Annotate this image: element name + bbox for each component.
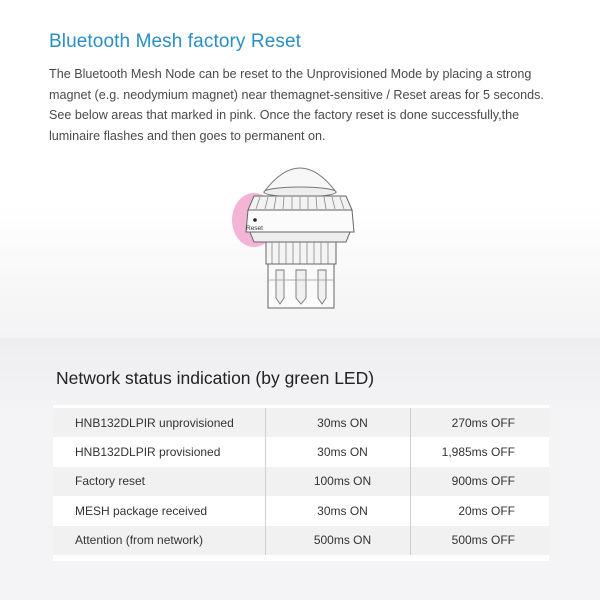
table-row: HNB132DLPIR provisioned 30ms ON 1,985ms … [53, 437, 549, 466]
table-row: MESH package received 30ms ON 20ms OFF [53, 496, 549, 525]
reset-description: The Bluetooth Mesh Node can be reset to … [49, 64, 584, 146]
luminaire-device-illustration: Reset [232, 167, 355, 309]
description-line: See below areas that marked in pink. Onc… [49, 108, 520, 122]
column-divider [265, 408, 266, 555]
status-name: HNB132DLPIR provisioned [75, 445, 221, 460]
table-row: Factory reset 100ms ON 900ms OFF [53, 466, 549, 497]
reset-point-icon [253, 218, 257, 222]
on-duration: 500ms ON [313, 533, 372, 548]
off-duration: 1,985ms OFF [441, 445, 515, 460]
description-line: luminaire flashes and then goes to perma… [49, 128, 326, 143]
on-duration: 100ms ON [313, 474, 372, 489]
table-row: Attention (from network) 500ms ON 500ms … [53, 525, 549, 555]
status-name: HNB132DLPIR unprovisioned [75, 415, 234, 430]
status-name: Factory reset [75, 474, 146, 489]
on-duration: 30ms ON [317, 445, 368, 460]
off-duration: 900ms OFF [451, 474, 515, 489]
network-status-table: HNB132DLPIR unprovisioned 30ms ON 270ms … [53, 405, 549, 561]
reset-label: Reset [246, 225, 263, 232]
off-duration: 500ms OFF [451, 533, 515, 548]
table-row: HNB132DLPIR unprovisioned 30ms ON 270ms … [53, 408, 549, 438]
on-duration: 30ms ON [317, 503, 368, 518]
status-name: MESH package received [75, 503, 208, 518]
description-line: The Bluetooth Mesh Node can be reset to … [49, 67, 532, 81]
off-duration: 20ms OFF [458, 503, 515, 518]
description-line: magnet (e.g. neodymium magnet) near them… [49, 87, 544, 102]
column-divider [410, 408, 411, 555]
network-title: Network status indication (by green LED) [56, 368, 375, 388]
on-duration: 30ms ON [317, 415, 368, 430]
reset-title: Bluetooth Mesh factory Reset [49, 31, 302, 52]
off-duration: 270ms OFF [451, 415, 515, 430]
status-name: Attention (from network) [75, 533, 204, 548]
